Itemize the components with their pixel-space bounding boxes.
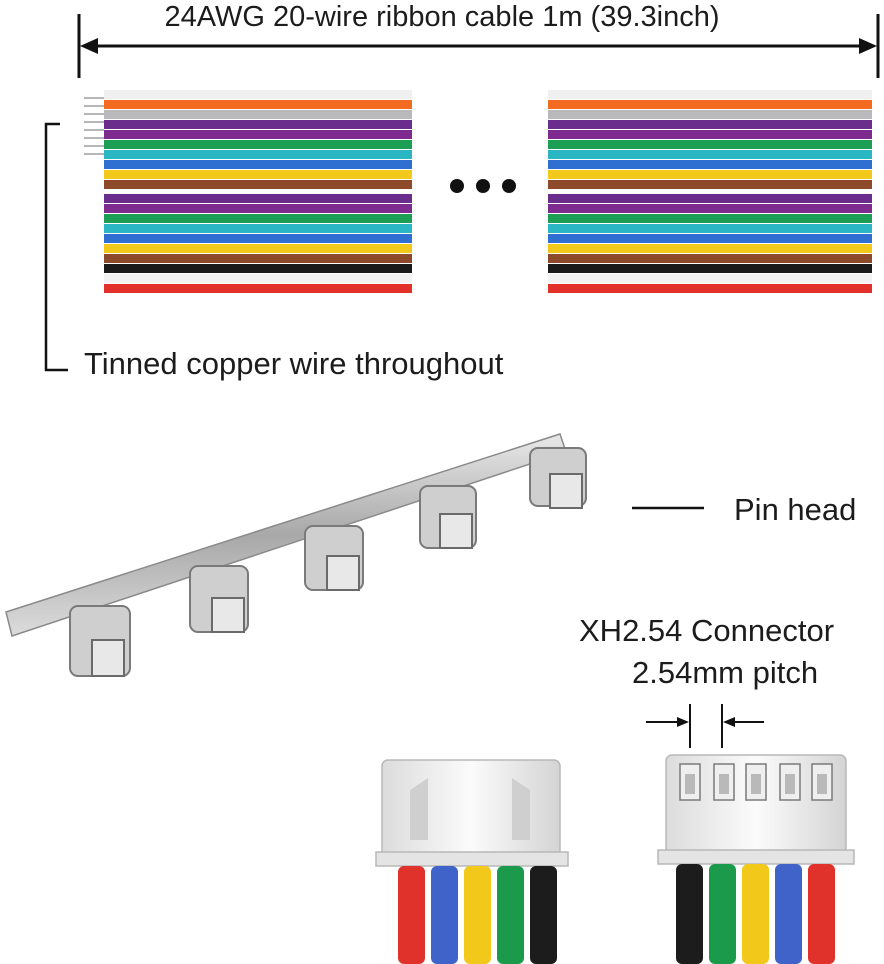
ribbon-wire: [548, 204, 872, 213]
ribbon-wire: [548, 254, 872, 263]
connector-wire: [398, 866, 425, 964]
ribbon-wire: [104, 204, 412, 213]
length-dimension-arrow: [77, 14, 880, 78]
ribbon-wire: [104, 194, 412, 203]
ribbon-wire: [548, 234, 872, 243]
ribbon-cable-right: [548, 90, 872, 293]
connector-wire: [530, 866, 557, 964]
pitch-dimension-marker: [646, 704, 764, 748]
stripped-wire-ends: [84, 97, 104, 155]
ribbon-wire: [104, 264, 412, 273]
cable-length-label: 24AWG 20-wire ribbon cable 1m (39.3inch): [164, 1, 720, 33]
ribbon-wire: [548, 150, 872, 159]
ribbon-wire: [104, 110, 412, 119]
connector-wire: [808, 864, 835, 964]
ribbon-cable-left: [104, 90, 412, 293]
connector-wire: [431, 866, 458, 964]
ribbon-wire: [104, 130, 412, 139]
ribbon-wire: [104, 90, 412, 99]
ribbon-wire: [104, 100, 412, 109]
ribbon-wire: [548, 100, 872, 109]
connector-wire: [709, 864, 736, 964]
pin-terminal: [529, 447, 587, 509]
ribbon-wire: [548, 90, 872, 99]
connector-wire: [775, 864, 802, 964]
pin-terminal: [189, 565, 249, 633]
ribbon-wire: [104, 160, 412, 169]
pin-terminal: [304, 525, 364, 591]
pin-head-label: Pin head: [734, 492, 857, 527]
tinned-copper-label: Tinned copper wire throughout: [84, 346, 504, 381]
ribbon-wire: [104, 170, 412, 179]
ribbon-wire: [104, 234, 412, 243]
ribbon-wire: [104, 180, 412, 189]
ribbon-wire: [548, 284, 872, 293]
connector-label: XH2.54 Connector: [579, 613, 835, 648]
ribbon-wire: [104, 284, 412, 293]
ribbon-wire: [548, 130, 872, 139]
ribbon-wire: [104, 150, 412, 159]
ribbon-wire: [548, 110, 872, 119]
ribbon-wire: [104, 244, 412, 253]
ribbon-wire: [548, 194, 872, 203]
ribbon-wire: [104, 120, 412, 129]
ribbon-wire: [548, 140, 872, 149]
ribbon-wire: [548, 274, 872, 283]
ribbon-wire: [548, 120, 872, 129]
ribbon-wire: [548, 170, 872, 179]
ribbon-wire: [548, 160, 872, 169]
pin-terminal: [69, 605, 131, 677]
ribbon-wire: [548, 224, 872, 233]
ribbon-wire: [548, 180, 872, 189]
ribbon-wire: [104, 224, 412, 233]
ribbon-wire: [104, 140, 412, 149]
ribbon-wire: [104, 214, 412, 223]
ribbon-wire: [548, 264, 872, 273]
ribbon-wire: [548, 214, 872, 223]
connector-wire: [676, 864, 703, 964]
connector-wire: [497, 866, 524, 964]
continuation-dots: [450, 179, 516, 193]
connector-wire: [464, 866, 491, 964]
ribbon-wire: [104, 254, 412, 263]
xh-connector-side: [375, 759, 569, 964]
terminal-strip: [5, 433, 587, 677]
connector-wire: [742, 864, 769, 964]
pitch-label: 2.54mm pitch: [632, 655, 819, 690]
ribbon-wire: [548, 244, 872, 253]
pin-terminal: [419, 485, 477, 549]
ribbon-wire: [104, 274, 412, 283]
xh-connector-front: [657, 754, 855, 964]
tinned-bracket: [44, 122, 68, 372]
